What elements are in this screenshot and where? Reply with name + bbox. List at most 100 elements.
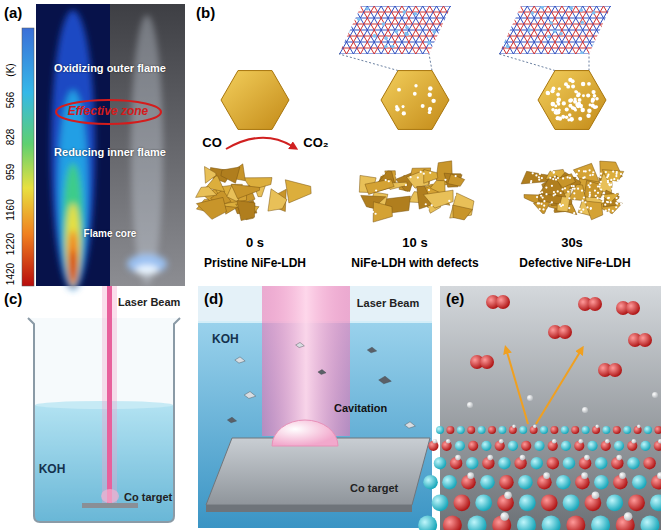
defect-hole (600, 173, 602, 175)
oxygen-molecule (588, 297, 602, 311)
axis-tick: 566 (5, 92, 17, 109)
cobalt-atom (594, 475, 609, 490)
scene-ground (440, 286, 661, 530)
hydrogen-atom (467, 402, 473, 408)
defect-hole (582, 94, 585, 97)
cobalt-atom (455, 441, 465, 451)
defect-hole (568, 113, 572, 117)
lattice-atom (382, 22, 386, 26)
defect-hole (606, 201, 608, 203)
hydrogen-atom (637, 425, 641, 429)
defect-hole (545, 186, 547, 188)
crumpled-sheet (602, 170, 623, 182)
defect-hole (558, 108, 561, 111)
defect-hole (589, 174, 591, 176)
lattice-atom (553, 29, 557, 33)
cobalt-atom (644, 426, 652, 434)
defect-hole (591, 104, 595, 108)
molecule-label: CO₂ (301, 136, 330, 151)
defect-hole (619, 192, 621, 194)
defect-hole (617, 190, 619, 192)
defect-hole (444, 179, 446, 181)
defect-hole (414, 84, 417, 87)
flame-label: Reducing inner flame (54, 146, 166, 159)
defect-hole (616, 203, 618, 205)
defect-hole (552, 86, 556, 90)
defect-hole (555, 179, 557, 181)
defect-hole (588, 184, 590, 186)
defect-hole (405, 184, 407, 186)
defect-hole (582, 200, 584, 202)
defect-hole (616, 171, 618, 173)
lattice-bond (463, 0, 543, 69)
defect-hole (557, 177, 559, 179)
lattice-bond (458, 0, 538, 66)
oxygen-atom (446, 426, 454, 434)
defect-hole (615, 206, 617, 208)
crumpled-sheet (231, 184, 260, 199)
defect-hole (431, 99, 435, 103)
defect-hole (604, 204, 606, 206)
defect-hole (590, 208, 592, 210)
zoom-line (589, 54, 590, 71)
oxygen-molecule (558, 325, 572, 339)
panel-label: (d) (204, 290, 223, 307)
defect-hole (523, 208, 525, 210)
lattice-bond (562, 0, 642, 72)
hydrogen-atom (527, 395, 533, 401)
defect-hole (599, 176, 601, 178)
defect-hole (558, 117, 562, 121)
defect-hole (576, 173, 578, 175)
defect-hole (375, 189, 377, 191)
cobalt-atom (614, 441, 624, 451)
hydrogen-atom (512, 425, 516, 429)
defect-hole (558, 87, 561, 90)
defect-hole (413, 92, 417, 96)
defect-hole (546, 209, 548, 211)
defect-hole (385, 179, 387, 181)
hydrogen-atom (520, 455, 526, 461)
defect-hole (573, 197, 575, 199)
hydrogen-atom (543, 472, 550, 479)
lattice-bond (577, 0, 657, 135)
lattice-atom (530, 11, 534, 15)
lattice-bond (313, 0, 393, 75)
defect-hole (607, 180, 609, 182)
lattice-bond (293, 0, 373, 135)
co-target (206, 438, 430, 505)
cobalt-atom (602, 426, 610, 434)
defect-hole (613, 178, 615, 180)
oxygen-atom (468, 441, 478, 451)
defect-hole (618, 199, 620, 201)
oxygen-atom (467, 426, 475, 434)
lattice-bond (319, 0, 399, 78)
defect-hole (583, 196, 585, 198)
lattice-bond (315, 60, 475, 61)
lattice-bond (484, 0, 564, 81)
lattice-bond (315, 66, 475, 67)
nanoparticle-fragment (318, 370, 326, 375)
defect-hole (612, 171, 614, 173)
hydrogen-atom (624, 512, 633, 521)
defect-hole (554, 110, 558, 114)
panel-label: (e) (446, 290, 464, 307)
defect-hole (546, 91, 550, 95)
cobalt-atom (561, 441, 571, 451)
lattice-atom (579, 8, 583, 12)
defect-hole (581, 190, 583, 192)
defect-hole (385, 191, 387, 193)
defect-hole (597, 185, 599, 187)
hydrogen-atom (467, 472, 474, 479)
nanoparticle-fragment (367, 347, 376, 353)
cobalt-atom (432, 494, 449, 511)
zoom-line (429, 54, 432, 71)
lattice-atom (540, 5, 544, 9)
defect-hole (582, 209, 584, 211)
defect-hole (538, 202, 540, 204)
defect-hole (374, 213, 376, 215)
defect-hole (599, 183, 601, 185)
color-bar (22, 28, 34, 286)
lattice-bond (479, 0, 559, 78)
defect-hole (543, 205, 545, 207)
defect-hole (536, 196, 538, 198)
